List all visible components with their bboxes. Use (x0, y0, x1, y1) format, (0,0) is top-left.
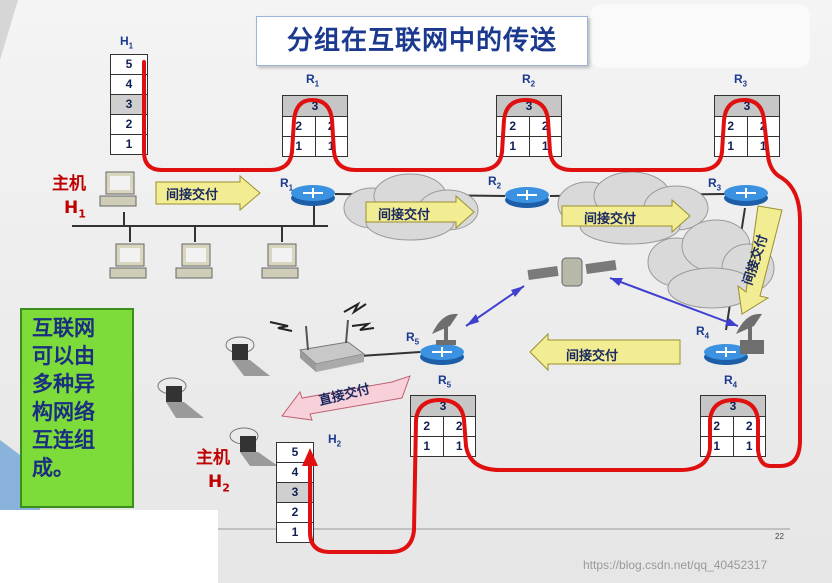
direct-arrow (281, 375, 411, 421)
r2-layer-2a: 2 (497, 117, 530, 136)
indirect-delivery-label-3: 间接交付 (584, 212, 637, 227)
h2-stack-label: H2 (328, 432, 342, 449)
router-icon-r4 (704, 344, 748, 365)
router-icon-r3 (724, 185, 768, 206)
watermark-text: https://blog.csdn.net/qq_40452317 (583, 558, 768, 572)
r1-layer-2a: 2 (283, 117, 316, 136)
r3-stack-label: R3 (734, 72, 748, 89)
access-point-icon (269, 301, 375, 372)
r2-layer-1b: 1 (541, 139, 549, 153)
r2-layer-1a: 1 (497, 137, 530, 156)
r4-stack-label: R4 (724, 373, 738, 390)
laptop-host-h2-icon (229, 427, 278, 466)
pc-icon-4 (261, 243, 299, 279)
r5-layer-2a: 2 (411, 417, 444, 436)
r3-layer-1a: 1 (715, 137, 748, 156)
pc-icon-2 (109, 243, 147, 279)
h2-layer-3: 3 (277, 482, 313, 502)
router-icon-r2 (505, 187, 549, 208)
r5-layer-1b: 1 (455, 439, 463, 453)
r5-layer-2b: 2 (455, 419, 463, 433)
h1-layer-3: 3 (111, 94, 147, 114)
indirect-arrow-1 (155, 174, 261, 212)
h1-stack-label: H1 (120, 34, 134, 51)
indirect-arrow-2 (365, 194, 475, 230)
h2-layer-4: 4 (277, 462, 313, 482)
r2-layer-2b: 2 (541, 119, 549, 133)
router-icon-r1 (291, 185, 335, 206)
indirect-arrow-4 (737, 205, 783, 315)
host-h2-label: 主机 H2 (196, 448, 230, 495)
r5-icon-label: R5 (406, 330, 420, 347)
indirect-arrow-3 (561, 198, 691, 234)
page-title: 分组在互联网中的传送 (256, 16, 588, 66)
pc-icon-3 (175, 243, 213, 279)
r1-stack-label: R1 (306, 72, 320, 89)
packet-arrowhead (302, 448, 318, 466)
h2-layer-1: 1 (277, 522, 313, 542)
r4-layer-1a: 1 (701, 437, 734, 456)
indirect-delivery-label-1: 间接交付 (166, 188, 219, 203)
r4-layer-2a: 2 (701, 417, 734, 436)
r3-layer-2a: 2 (715, 117, 748, 136)
router-icon-r5 (420, 344, 464, 365)
h1-layer-4: 4 (111, 74, 147, 94)
r5-stack-label: R5 (438, 373, 452, 390)
indirect-delivery-label-2: 间接交付 (378, 208, 431, 223)
satellite-icon (527, 257, 617, 287)
page-number: 22 (775, 532, 784, 541)
r3-icon-label: R3 (708, 176, 722, 193)
r4-icon-label: R4 (696, 324, 710, 341)
r5-layer-1a: 1 (411, 437, 444, 456)
r2-icon-label: R2 (488, 174, 502, 191)
h1-layer-2: 2 (111, 114, 147, 134)
link-ap-r5 (359, 351, 421, 357)
host-h1-label: 主机 H1 (52, 174, 86, 221)
indirect-delivery-label-5: 间接交付 (566, 349, 619, 364)
laptop-icon-1 (225, 336, 270, 376)
r4-layer-2b: 2 (745, 419, 753, 433)
dish-antenna-icon-r4 (736, 313, 764, 354)
r1-layer-1b: 1 (327, 139, 335, 153)
h1-layer-1: 1 (111, 134, 147, 154)
r1-layer-1a: 1 (283, 137, 316, 156)
info-box: 互联网 可以由 多种异 构网络 互连组 成。 (20, 308, 134, 508)
r3-layer-1b: 1 (759, 139, 767, 153)
dish-antenna-icon-r5 (432, 313, 458, 345)
h1-layer-5: 5 (125, 57, 133, 71)
sat-link-right (609, 277, 739, 327)
h2-layer-2: 2 (277, 502, 313, 522)
r4-layer-1b: 1 (745, 439, 753, 453)
indirect-arrow-5 (529, 332, 681, 372)
laptop-icon-2 (157, 377, 204, 418)
r1-icon-label: R1 (280, 176, 294, 193)
cloud-3 (647, 219, 775, 309)
packet-route-line (142, 60, 802, 554)
pc-host-h1-icon (99, 171, 137, 207)
r2-stack-label: R2 (522, 72, 536, 89)
info-text: 互联网 可以由 多种异 构网络 互连组 成。 (32, 316, 95, 480)
h1-protocol-stack: 5 4 3 2 1 (110, 54, 148, 155)
h2-layer-5: 5 (291, 445, 299, 459)
